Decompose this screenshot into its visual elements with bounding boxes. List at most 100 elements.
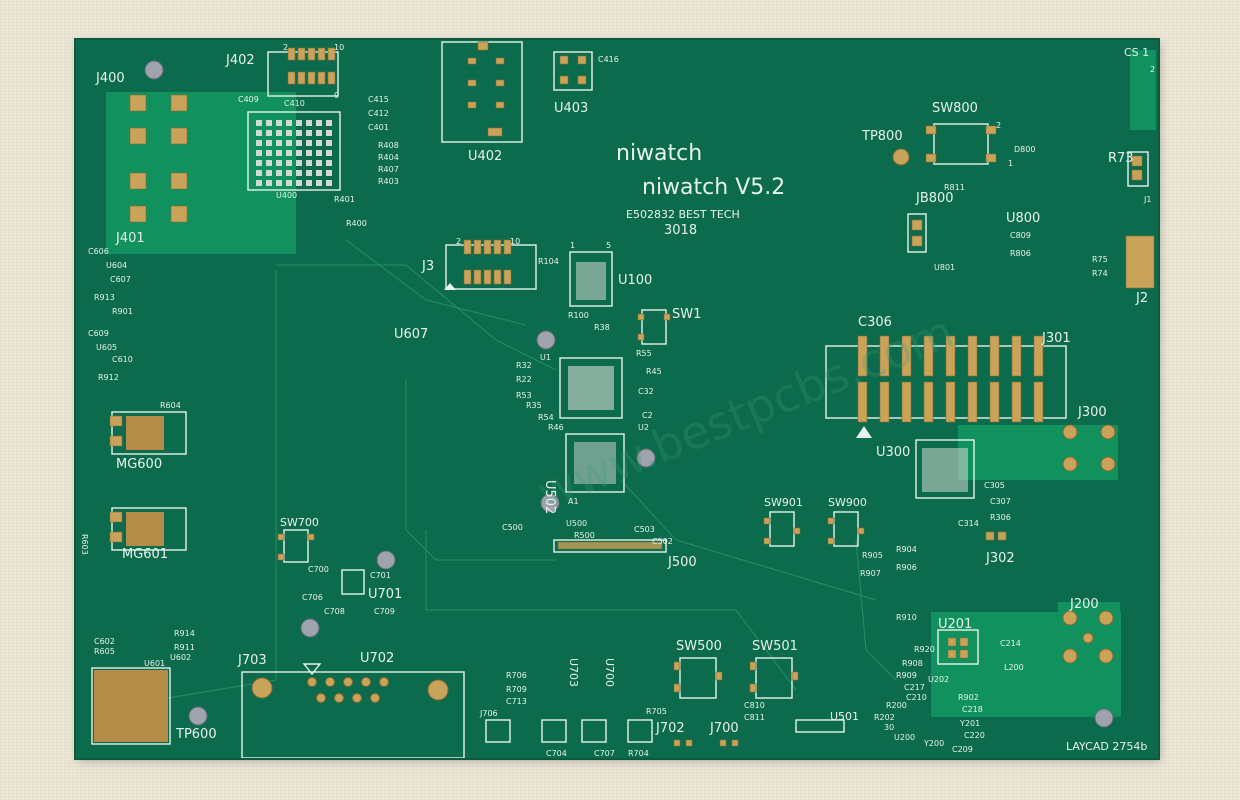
- label: C809: [1010, 231, 1031, 240]
- label: U2: [638, 423, 649, 432]
- label: U1: [540, 353, 551, 362]
- label: MG601: [122, 547, 168, 562]
- pad: [286, 140, 292, 146]
- sw500-switches: [673, 657, 799, 699]
- label: R905: [862, 551, 883, 560]
- mounting-hole: [188, 706, 208, 726]
- pad: [923, 381, 934, 423]
- label: R910: [896, 613, 917, 622]
- sw1-switch: [637, 309, 671, 345]
- pcb-artwork: niwatch niwatch V5.2 E502832 BEST TECH 3…: [80, 41, 1156, 758]
- label: JB800: [915, 191, 954, 206]
- pad: [326, 150, 332, 156]
- pad: [276, 180, 282, 186]
- label: R400: [346, 219, 367, 228]
- label: U502: [542, 480, 557, 514]
- pad: [379, 677, 389, 687]
- pad: [286, 160, 292, 166]
- pad: [901, 335, 912, 377]
- trace: [405, 380, 556, 561]
- label: C607: [110, 275, 131, 284]
- pad: [857, 381, 868, 423]
- pad: [316, 130, 322, 136]
- trace: [425, 530, 797, 691]
- pad: [343, 677, 353, 687]
- label: R74: [1092, 269, 1108, 278]
- label-j402: J402: [225, 53, 255, 68]
- label: R706: [506, 671, 527, 680]
- label: R901: [112, 307, 133, 316]
- label: R306: [990, 513, 1011, 522]
- label: TP800: [861, 129, 903, 144]
- j301-connector: [825, 335, 1067, 438]
- pad: [306, 130, 312, 136]
- label: U100: [618, 273, 652, 288]
- label: C701: [370, 571, 391, 580]
- label: R35: [526, 401, 542, 410]
- sw900-switches: [763, 511, 865, 547]
- label: R202: [874, 713, 895, 722]
- label: R500: [574, 531, 595, 540]
- label: C217: [904, 683, 925, 692]
- u201-chip: [937, 629, 979, 665]
- label: C314: [958, 519, 979, 528]
- label: R404: [378, 153, 399, 162]
- label: R22: [516, 375, 532, 384]
- label: R709: [506, 685, 527, 694]
- label: R38: [594, 323, 610, 332]
- mounting-hole: [536, 330, 556, 350]
- pcb-board: niwatch niwatch V5.2 E502832 BEST TECH 3…: [76, 40, 1158, 758]
- label: R908: [902, 659, 923, 668]
- label: SW900: [828, 496, 867, 509]
- label: U400: [276, 191, 297, 200]
- pad: [296, 140, 302, 146]
- pad: [325, 677, 335, 687]
- pad: [276, 150, 282, 156]
- pad: [266, 130, 272, 136]
- label: 10: [510, 237, 520, 246]
- sw700-switch: [277, 529, 315, 563]
- label: J301: [1041, 331, 1071, 346]
- label: U500: [566, 519, 587, 528]
- label: U700: [603, 658, 616, 687]
- label: C210: [906, 693, 927, 702]
- pad: [857, 335, 868, 377]
- mounting-hole: [300, 618, 320, 638]
- label: J1: [1143, 195, 1151, 204]
- pad: [296, 130, 302, 136]
- pad: [306, 180, 312, 186]
- label: C305: [984, 481, 1005, 490]
- fab-text: E502832 BEST TECH: [626, 208, 740, 221]
- label: C706: [302, 593, 323, 602]
- label: R912: [98, 373, 119, 382]
- pad: [1011, 335, 1022, 377]
- u1-mcu: [559, 357, 625, 493]
- pad: [945, 335, 956, 377]
- label: SW700: [280, 516, 319, 529]
- label: J200: [1069, 597, 1099, 612]
- header-pads: [907, 151, 1155, 289]
- label: U403: [554, 101, 588, 116]
- pad: [256, 160, 262, 166]
- label: U703: [567, 658, 580, 687]
- pad: [256, 150, 262, 156]
- label: 2: [283, 43, 288, 52]
- pad: [326, 160, 332, 166]
- label: R811: [944, 183, 965, 192]
- board-version: niwatch V5.2: [642, 175, 785, 200]
- pad: [316, 180, 322, 186]
- trace: [276, 264, 557, 371]
- label: R54: [538, 413, 554, 422]
- label-j401: J401: [115, 231, 145, 246]
- label: U601: [144, 659, 165, 668]
- label: A1: [568, 497, 579, 506]
- pad: [266, 170, 272, 176]
- pad: [989, 335, 1000, 377]
- label: C502: [652, 537, 673, 546]
- pad: [879, 335, 890, 377]
- pad: [945, 381, 956, 423]
- label: R605: [94, 647, 115, 656]
- label: R45: [646, 367, 662, 376]
- label: R911: [174, 643, 195, 652]
- pad: [266, 120, 272, 126]
